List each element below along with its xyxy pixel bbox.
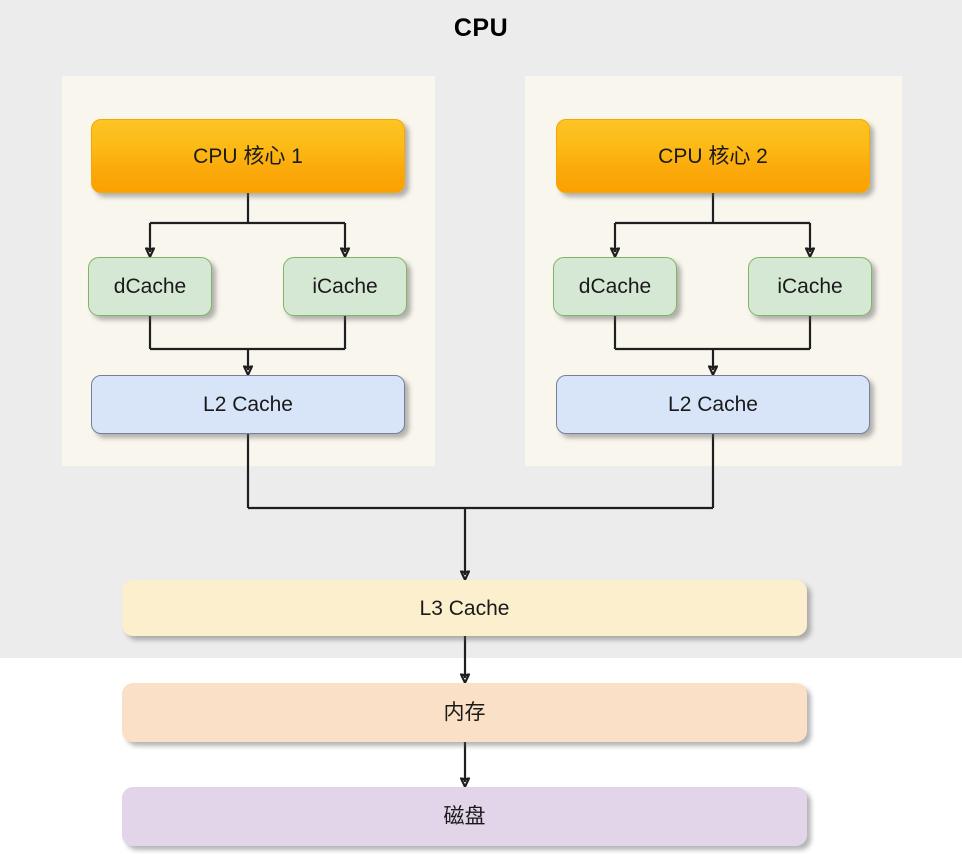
core-2-icache-box[interactable]: iCache — [748, 257, 872, 316]
l3-cache-label: L3 Cache — [419, 596, 510, 620]
core-2-dcache-label: dCache — [578, 275, 652, 298]
core-2-icache-label: iCache — [777, 275, 843, 298]
cpu-core-2-label: CPU 核心 2 — [658, 144, 768, 168]
memory-box[interactable]: 内存 — [122, 683, 807, 742]
disk-label: 磁盘 — [443, 805, 486, 828]
core-1-icache-label: iCache — [312, 275, 378, 298]
core-2-dcache-box[interactable]: dCache — [553, 257, 677, 316]
memory-label: 内存 — [443, 701, 486, 724]
core-1-dcache-box[interactable]: dCache — [88, 257, 212, 316]
cpu-core-1-box[interactable]: CPU 核心 1 — [91, 119, 405, 193]
core-1-dcache-label: dCache — [113, 275, 187, 298]
core-1-icache-box[interactable]: iCache — [283, 257, 407, 316]
cpu-core-1-label: CPU 核心 1 — [193, 144, 303, 168]
l3-cache-box[interactable]: L3 Cache — [122, 580, 807, 636]
core-2-l2-cache-label: L2 Cache — [668, 393, 758, 416]
cpu-core-2-box[interactable]: CPU 核心 2 — [556, 119, 870, 193]
core-1-l2-cache-label: L2 Cache — [203, 393, 293, 416]
disk-box[interactable]: 磁盘 — [122, 787, 807, 846]
core-1-l2-cache-box[interactable]: L2 Cache — [91, 375, 405, 434]
core-2-l2-cache-box[interactable]: L2 Cache — [556, 375, 870, 434]
cpu-title: CPU — [453, 14, 509, 42]
